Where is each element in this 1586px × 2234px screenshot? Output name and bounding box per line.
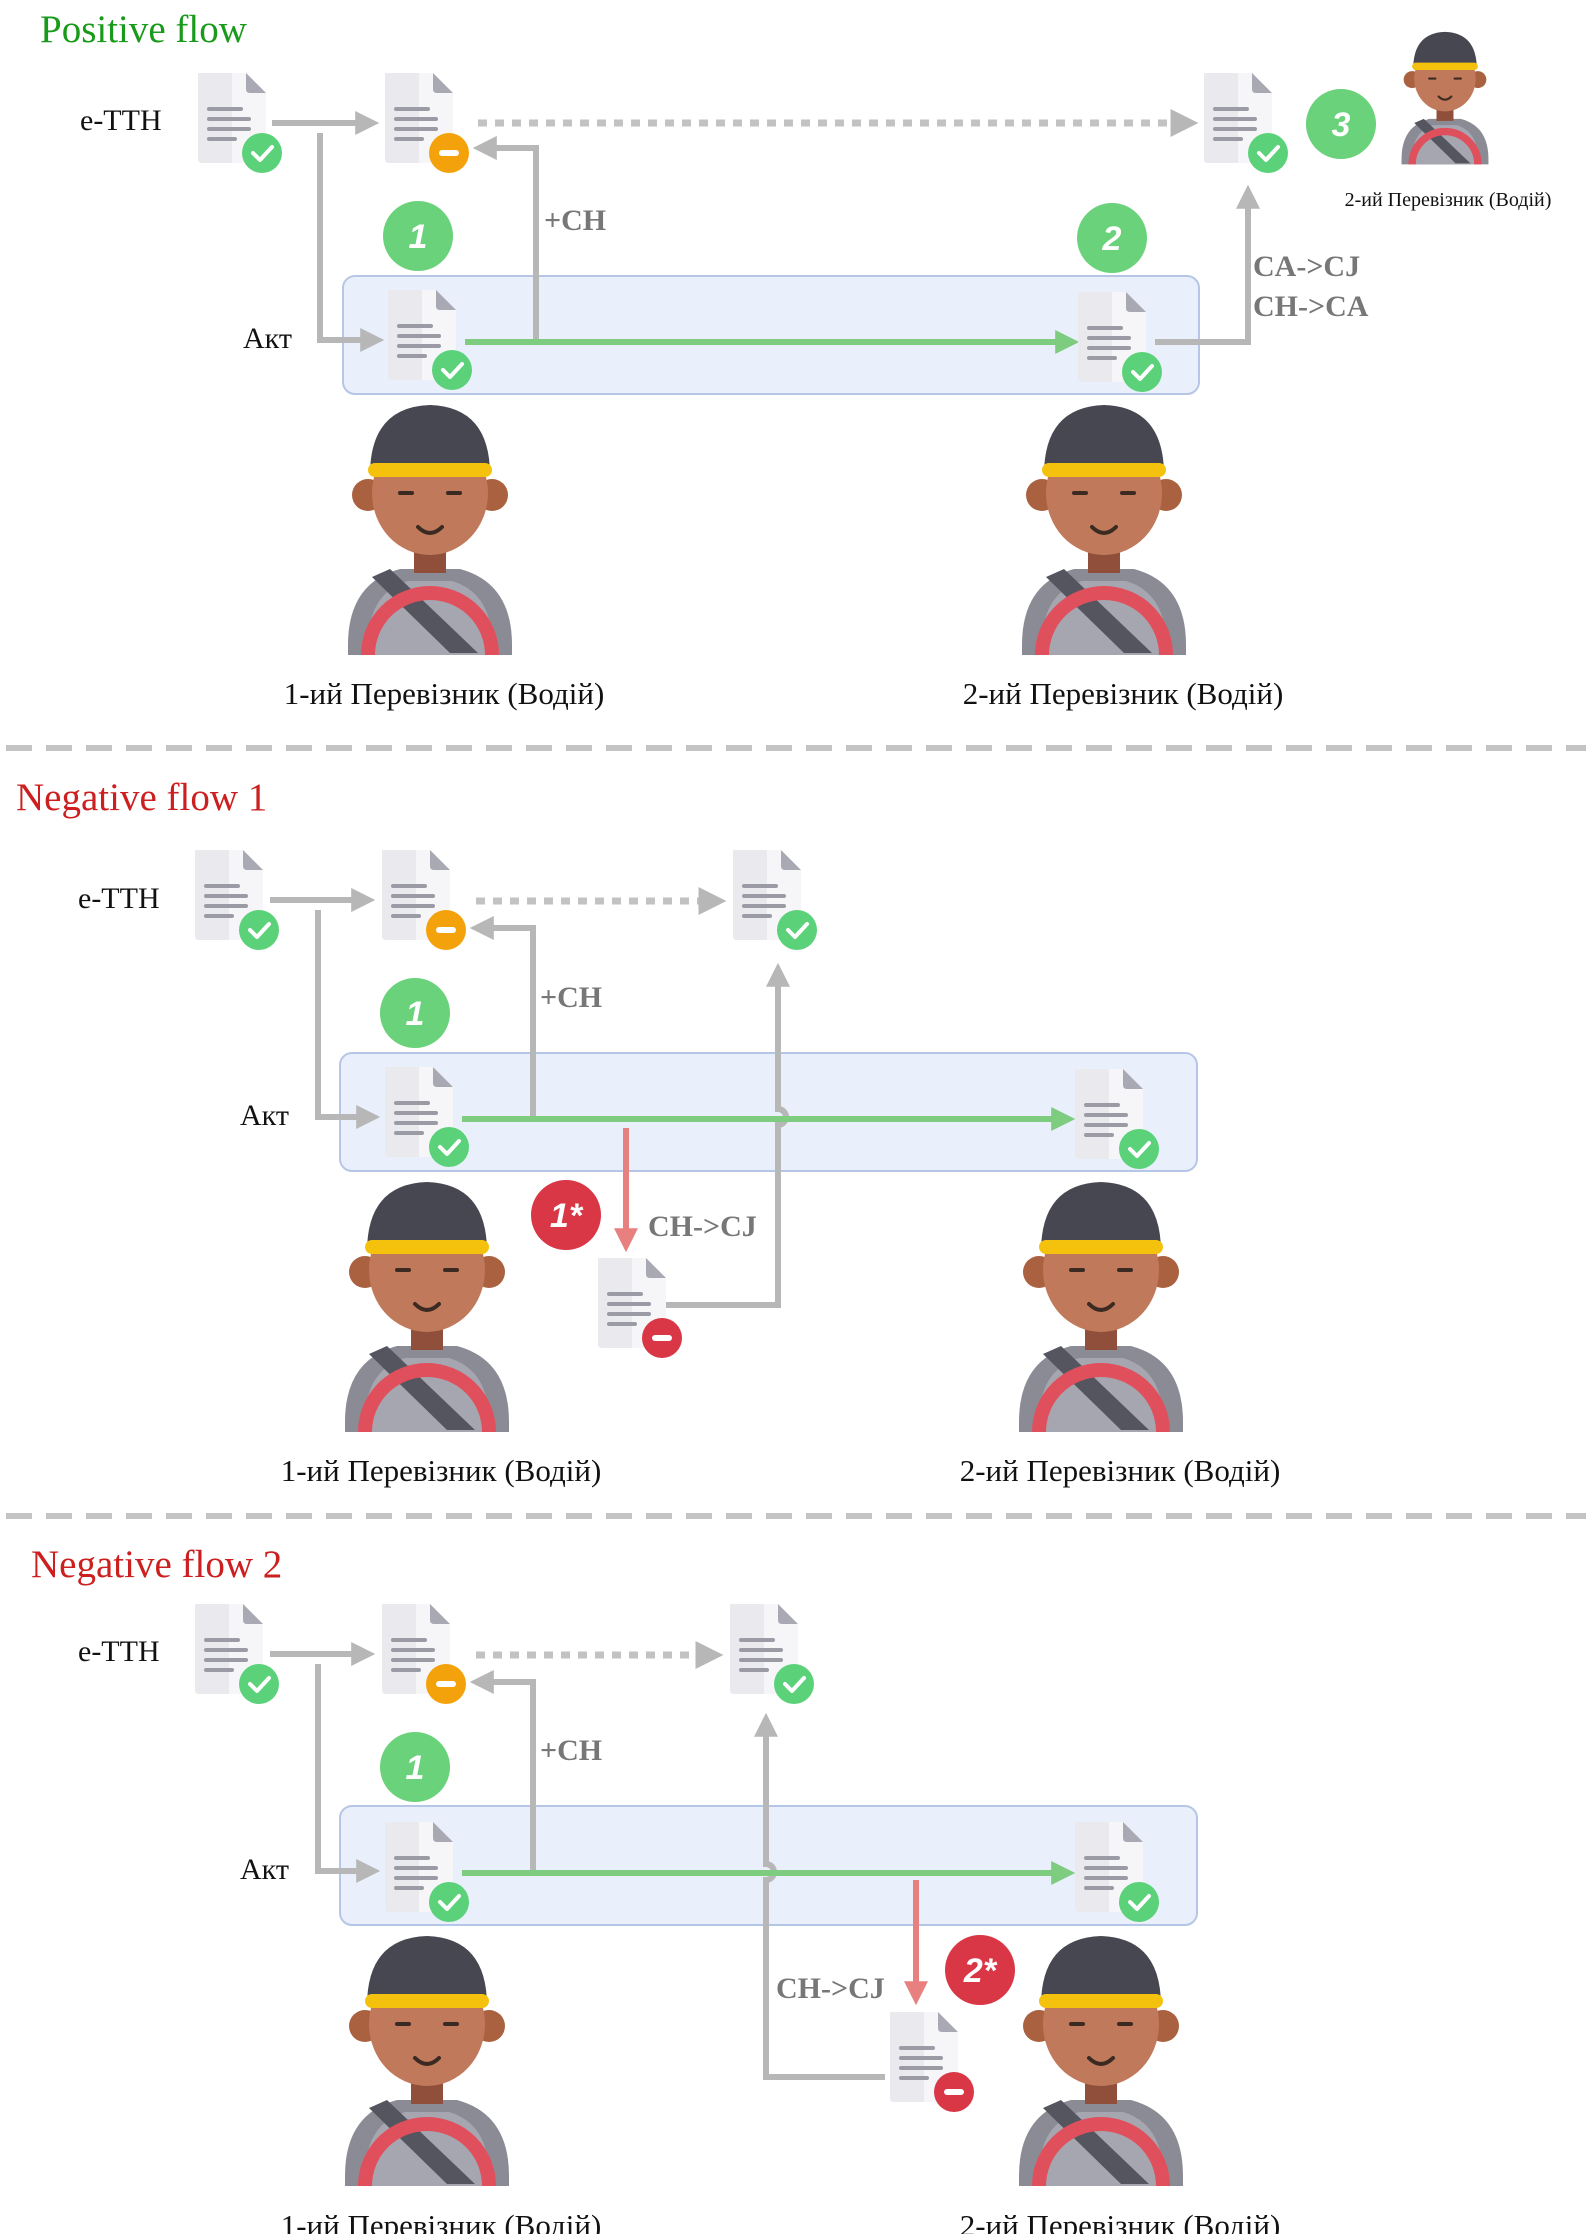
checkmark-icon — [240, 131, 284, 175]
driver-avatar-icon-1 — [348, 405, 512, 655]
minus-icon — [426, 910, 466, 950]
ettn-to-act-arrow — [315, 910, 381, 1129]
minus-icon — [429, 133, 469, 173]
transfer-up-arrow — [1155, 184, 1260, 345]
ettn-document — [195, 1604, 281, 1706]
step-badge-1 — [383, 201, 453, 271]
ettn-label: e-TTH — [78, 1635, 160, 1668]
negative-flow-1: Negative flow 1 e-TTH Акт +CH CH->CJ 1 1… — [16, 776, 1280, 1488]
ch-add-arrow — [469, 916, 536, 1117]
driver1-label: 1-ий Перевізник (Водій) — [284, 676, 605, 711]
rejected-document — [890, 2012, 974, 2112]
driver-avatar-icon-1 — [345, 1936, 509, 2186]
reject-badge — [531, 1180, 601, 1250]
minus-icon — [642, 1318, 682, 1358]
ettn-pending-document — [382, 1604, 466, 1704]
act-label: Акт — [243, 322, 292, 355]
step-badge-1 — [380, 978, 450, 1048]
act-band — [339, 1052, 1198, 1172]
driver2-label: 2-ий Перевізник (Водій) — [963, 676, 1284, 711]
svg-text:1: 1 — [409, 218, 428, 256]
ettn-label: e-TTH — [78, 882, 160, 915]
ettn-to-act-arrow — [317, 133, 385, 352]
driver-avatar-icon-2 — [1022, 405, 1186, 655]
negative-flow-2-title: Negative flow 2 — [31, 1543, 282, 1586]
checkmark-icon — [775, 908, 819, 952]
checkmark-icon — [237, 908, 281, 952]
ettn-final-document — [730, 1604, 816, 1706]
reject-badge — [945, 1935, 1015, 2005]
negative-flow-2: Negative flow 2 e-TTH Акт +CH CH->CJ 1 2… — [31, 1543, 1280, 2234]
ettn-document — [198, 73, 284, 175]
driver1-label: 1-ий Перевізник (Водій) — [281, 2208, 602, 2234]
code-reject: CH->CJ — [776, 1972, 885, 2005]
svg-text:1*: 1* — [550, 1197, 584, 1235]
act-label: Акт — [240, 1853, 289, 1886]
svg-text:1: 1 — [406, 995, 425, 1033]
step-badge-1 — [380, 1732, 450, 1802]
checkmark-icon — [1117, 1127, 1161, 1171]
checkmark-icon — [237, 1662, 281, 1706]
code-reject: CH->CJ — [648, 1210, 757, 1243]
ettn-label: e-TTH — [80, 104, 162, 137]
checkmark-icon — [1246, 131, 1290, 175]
ettn-pending-document — [385, 73, 469, 173]
driver-avatar-icon-1 — [345, 1182, 509, 1432]
code-add-ch: +CH — [540, 981, 602, 1014]
driver-avatar-icon-2 — [1019, 1182, 1183, 1432]
checkmark-icon — [1117, 1880, 1161, 1924]
positive-flow-title: Positive flow — [40, 8, 247, 51]
code-transfer-1: CA->CJ — [1253, 250, 1360, 283]
ch-add-arrow — [472, 136, 539, 340]
driver-avatar-icon-2 — [1019, 1936, 1183, 2186]
positive-flow: Positive flow e-TTH Акт +CH CA->CJ CH->C… — [40, 8, 1551, 711]
code-add-ch: +CH — [544, 204, 606, 237]
driver1-label: 1-ий Перевізник (Водій) — [281, 1453, 602, 1488]
code-add-ch: +CH — [540, 1734, 602, 1767]
step-badge-3 — [1306, 89, 1376, 159]
ettn-final-document — [733, 850, 819, 952]
checkmark-icon — [430, 348, 474, 392]
minus-icon — [934, 2072, 974, 2112]
svg-text:1: 1 — [406, 1749, 425, 1787]
checkmark-icon — [427, 1125, 471, 1169]
svg-text:2*: 2* — [963, 1952, 998, 1990]
checkmark-icon — [427, 1880, 471, 1924]
svg-text:2: 2 — [1102, 220, 1122, 258]
ettn-pending-document — [382, 850, 466, 950]
svg-text:3: 3 — [1332, 106, 1351, 144]
checkmark-icon — [1120, 350, 1164, 394]
driver-small-label: 2-ий Перевізник (Водій) — [1345, 189, 1552, 211]
act-label: Акт — [240, 1099, 289, 1132]
act-band — [342, 275, 1200, 395]
ettn-document — [195, 850, 281, 952]
driver2-label: 2-ий Перевізник (Водій) — [960, 1453, 1281, 1488]
driver-avatar-icon-small — [1402, 32, 1489, 164]
minus-icon — [426, 1664, 466, 1704]
ettn-to-act-arrow — [315, 1664, 381, 1883]
ettn-final-document — [1204, 73, 1290, 175]
step-badge-2 — [1077, 203, 1147, 273]
code-transfer-2: CH->CA — [1253, 290, 1369, 323]
ch-add-arrow — [469, 1670, 536, 1871]
checkmark-icon — [772, 1662, 816, 1706]
driver2-label: 2-ий Перевізник (Водій) — [960, 2208, 1281, 2234]
negative-flow-1-title: Negative flow 1 — [16, 776, 267, 819]
